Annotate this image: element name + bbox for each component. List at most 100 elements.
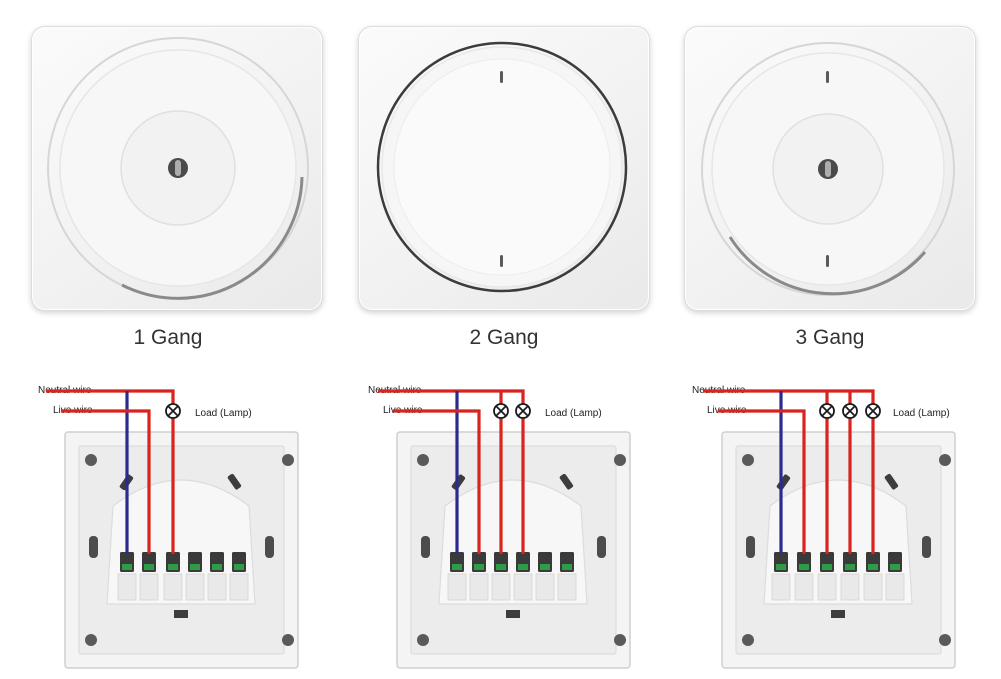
- terminal-clamp-2: [474, 564, 484, 570]
- neutral-feed: [378, 389, 525, 404]
- ring-edge: [376, 41, 628, 293]
- screw-hole-1: [742, 454, 754, 466]
- mount-slot-left: [421, 536, 430, 558]
- terminal-clamp-4: [518, 564, 528, 570]
- terminal-clamp-2: [799, 564, 809, 570]
- terminal-block-3: [817, 573, 837, 601]
- gang-label-3: 3 Gang: [795, 326, 865, 349]
- lamp-cross-b-2: [517, 405, 529, 417]
- terminal-block-1: [771, 573, 791, 601]
- module-body: [763, 479, 913, 605]
- wiring-diagrams: [46, 389, 956, 669]
- panel-3-gang-face: [701, 42, 955, 296]
- screw-hole-3: [417, 634, 429, 646]
- switch-panel-3-gang: [684, 26, 976, 311]
- terminal-block-2: [469, 573, 489, 601]
- back-panel-2: [396, 431, 631, 669]
- load-label-3: Load (Lamp): [893, 408, 950, 419]
- wires-1: [46, 389, 181, 554]
- mount-slot-right: [922, 536, 931, 558]
- lamp-cross-b-3: [867, 405, 879, 417]
- switch-panel-2-gang: [358, 26, 650, 311]
- screw-hole-3: [742, 634, 754, 646]
- lamp-cross-b-2: [844, 405, 856, 417]
- terminal-clamp-5: [540, 564, 550, 570]
- screw-hole-1: [417, 454, 429, 466]
- terminal-clamp-1: [776, 564, 786, 570]
- clip-right: [559, 473, 574, 490]
- terminal-block-2: [794, 573, 814, 601]
- terminal-block-3: [491, 573, 511, 601]
- screw-hole-4: [614, 634, 626, 646]
- terminal-clamp-5: [212, 564, 222, 570]
- gang-mark-top: [500, 71, 503, 83]
- live-wire: [61, 409, 151, 554]
- lamp-cross-b-1: [821, 405, 833, 417]
- wires-2: [378, 389, 531, 554]
- neutral-feed: [46, 389, 175, 404]
- terminal-block-5: [535, 573, 555, 601]
- load-label-2: Load (Lamp): [545, 408, 602, 419]
- terminal-block-1: [447, 573, 467, 601]
- terminal-block-4: [513, 573, 533, 601]
- screw-hole-2: [282, 454, 294, 466]
- ring-edge: [121, 176, 304, 300]
- neutral-feed: [703, 389, 875, 404]
- terminal-block-5: [863, 573, 883, 601]
- lamp-cross-b-1: [167, 405, 179, 417]
- screw-hole-3: [85, 634, 97, 646]
- terminal-block-4: [840, 573, 860, 601]
- terminal-clamp-4: [190, 564, 200, 570]
- panel-1-gang-face: [47, 37, 309, 300]
- terminal-clamp-6: [890, 564, 900, 570]
- mount-slot-left: [746, 536, 755, 558]
- panel-2-gang-face: [376, 41, 628, 293]
- terminal-clamp-4: [845, 564, 855, 570]
- screw-hole-1: [85, 454, 97, 466]
- terminal-clamp-3: [168, 564, 178, 570]
- gang-mark-top: [826, 71, 829, 83]
- terminal-block-6: [557, 573, 577, 601]
- gang-mark-bottom: [500, 255, 503, 267]
- mount-slot-right: [265, 536, 274, 558]
- load-label-1: Load (Lamp): [195, 408, 252, 419]
- clip-right: [227, 473, 242, 490]
- screw-hole-4: [939, 634, 951, 646]
- lamp-cross-b-1: [495, 405, 507, 417]
- terminal-clamp-3: [822, 564, 832, 570]
- mount-slot-right: [597, 536, 606, 558]
- terminal-block-1: [117, 573, 137, 601]
- terminal-block-5: [207, 573, 227, 601]
- gang-mark-bottom: [826, 255, 829, 267]
- terminal-block-2: [139, 573, 159, 601]
- terminal-block-4: [185, 573, 205, 601]
- screw-hole-2: [614, 454, 626, 466]
- terminal-clamp-1: [452, 564, 462, 570]
- gang-label-2: 2 Gang: [469, 326, 539, 349]
- back-panel-1: [64, 431, 299, 669]
- module-body: [106, 479, 256, 605]
- wires-3: [703, 389, 881, 554]
- terminal-block-6: [885, 573, 905, 601]
- screw-hole-2: [939, 454, 951, 466]
- terminal-clamp-6: [234, 564, 244, 570]
- bottom-tab: [831, 610, 845, 618]
- terminal-block-3: [163, 573, 183, 601]
- bottom-tab: [174, 610, 188, 618]
- terminal-clamp-5: [868, 564, 878, 570]
- live-wire: [718, 409, 806, 554]
- terminal-block-6: [229, 573, 249, 601]
- gang-label-1: 1 Gang: [133, 326, 203, 349]
- mount-slot-left: [89, 536, 98, 558]
- terminal-clamp-1: [122, 564, 132, 570]
- live-wire: [393, 409, 481, 554]
- terminal-clamp-2: [144, 564, 154, 570]
- switch-panel-1-gang: [31, 26, 323, 311]
- module-body: [438, 479, 588, 605]
- back-panel-3: [721, 431, 956, 669]
- screw-hole-4: [282, 634, 294, 646]
- clip-right: [884, 473, 899, 490]
- terminal-clamp-3: [496, 564, 506, 570]
- terminal-clamp-6: [562, 564, 572, 570]
- ring-edge: [728, 236, 927, 296]
